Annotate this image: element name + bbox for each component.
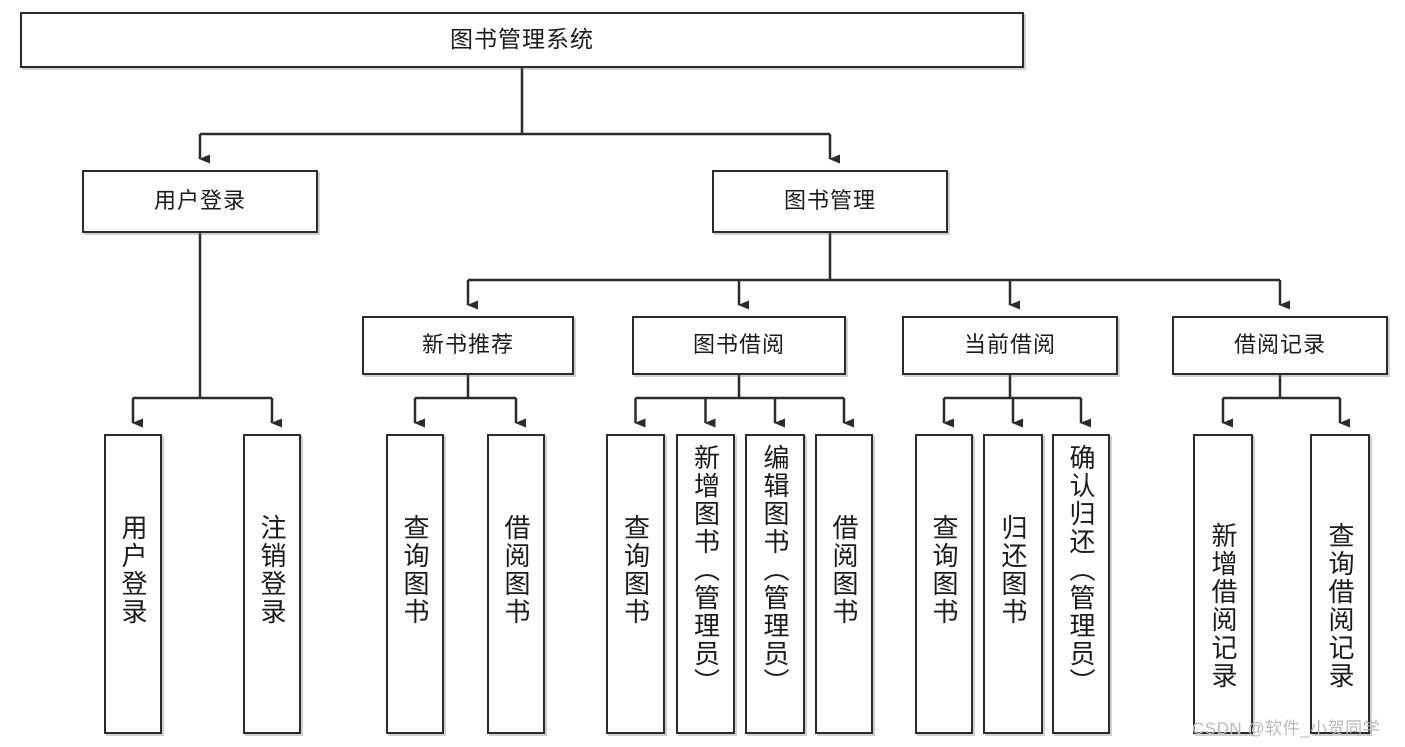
node-l3d1[interactable]: 查询图书: [915, 434, 973, 734]
node-label: 图书管理系统: [450, 26, 594, 53]
node-label: 图书管理: [783, 188, 876, 214]
node-l1a[interactable]: 用户登录: [82, 170, 318, 233]
node-label: 查询图书: [620, 514, 651, 626]
node-label: 借阅记录: [1233, 332, 1326, 358]
node-l3e1[interactable]: 新增借阅记录: [1193, 434, 1253, 734]
node-label: 用户登录: [118, 514, 148, 626]
node-label: 查询图书: [929, 514, 959, 626]
node-l2d[interactable]: 借阅记录: [1172, 316, 1388, 375]
node-l3d3[interactable]: 确认归还（管理员）: [1052, 434, 1110, 734]
node-l3c4[interactable]: 借阅图书: [815, 434, 873, 734]
node-l1b[interactable]: 图书管理: [712, 170, 948, 233]
node-label: 新书推荐: [421, 332, 514, 358]
node-l2c[interactable]: 当前借阅: [902, 316, 1118, 375]
watermark-label: CSDN @软件_小贺同学: [1192, 719, 1381, 738]
node-l3b1[interactable]: 查询图书: [386, 434, 444, 734]
node-label: 新增借阅记录: [1208, 522, 1238, 690]
node-label: 借阅图书: [829, 514, 859, 626]
node-label: 用户登录: [153, 188, 246, 214]
node-l2a[interactable]: 新书推荐: [362, 316, 574, 375]
node-l3d2[interactable]: 归还图书: [983, 434, 1043, 734]
node-l3e2[interactable]: 查询借阅记录: [1310, 434, 1370, 734]
node-l3a2[interactable]: 注销登录: [243, 434, 301, 734]
node-label: 归还图书: [998, 514, 1028, 626]
node-l3c1[interactable]: 查询图书: [606, 434, 665, 734]
node-label: 编辑图书（管理员）: [760, 444, 790, 696]
node-label: 确认归还（管理员）: [1066, 444, 1096, 696]
node-l3b2[interactable]: 借阅图书: [487, 434, 545, 734]
node-label: 查询图书: [400, 514, 430, 626]
node-root[interactable]: 图书管理系统: [20, 12, 1024, 68]
node-label: 借阅图书: [501, 514, 531, 626]
node-label: 查询借阅记录: [1325, 522, 1355, 690]
node-l3a1[interactable]: 用户登录: [104, 434, 162, 734]
node-label: 图书借阅: [692, 332, 785, 358]
node-label: 新增图书（管理员）: [690, 444, 721, 696]
node-l3c2[interactable]: 新增图书（管理员）: [676, 434, 735, 734]
node-label: 注销登录: [257, 514, 287, 626]
node-label: 当前借阅: [963, 332, 1056, 358]
node-l2b[interactable]: 图书借阅: [632, 316, 846, 375]
node-l3c3[interactable]: 编辑图书（管理员）: [745, 434, 805, 734]
